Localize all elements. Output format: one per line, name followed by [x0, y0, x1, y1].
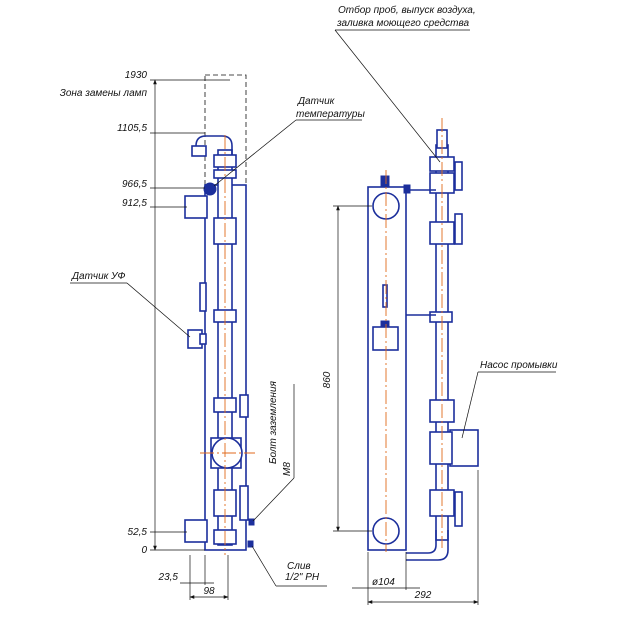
dim-1930: 1930	[125, 70, 148, 81]
label-ground-2: М8	[282, 462, 293, 476]
label-lamp-zone: Зона замены ламп	[60, 88, 148, 99]
dim-52: 52,5	[128, 527, 148, 538]
side-inlet-stub	[184, 195, 208, 219]
label-drain-2: 1/2" РН	[285, 572, 320, 583]
label-sampling-1: Отбор проб, выпуск воздуха,	[338, 4, 476, 16]
dim-98: 98	[203, 586, 215, 597]
dim-860: 860	[322, 371, 333, 388]
dim-0: 0	[141, 545, 147, 556]
label-ground-1: Болт заземления	[268, 380, 279, 464]
front-control-box	[372, 326, 399, 351]
label-drain-1: Слив	[287, 561, 311, 572]
front-view-body	[367, 186, 407, 551]
side-elbow-end	[191, 145, 207, 157]
label-wash-pump: Насос промывки	[480, 360, 558, 371]
grounding-bolt-icon	[248, 518, 255, 526]
front-top-nub	[380, 175, 390, 188]
dim-23: 23,5	[158, 572, 179, 583]
drain-icon	[247, 540, 254, 548]
wash-pump-icon	[449, 429, 479, 467]
side-view	[184, 74, 255, 555]
front-bottom-elbow	[406, 530, 449, 561]
front-view-dimensions	[333, 205, 479, 605]
label-uv-sensor: Датчик УФ	[71, 271, 125, 282]
label-temp-sensor-2: температуры	[296, 109, 365, 120]
dim-1105: 1105,5	[117, 123, 147, 134]
side-view-dimensions	[150, 79, 230, 600]
front-indicator	[382, 284, 388, 308]
side-outlet-stub	[184, 519, 208, 543]
dim-d104: ø104	[372, 577, 395, 588]
temperature-sensor-icon	[203, 182, 217, 196]
dim-292: 292	[414, 590, 432, 601]
side-top-elbow	[195, 135, 233, 155]
front-view	[367, 118, 479, 561]
label-temp-sensor-1: Датчик	[297, 96, 336, 107]
label-sampling-2: заливка моющего средства	[336, 18, 470, 29]
dim-912: 912,5	[122, 198, 147, 209]
dim-966: 966,5	[122, 179, 147, 190]
side-bracket	[199, 282, 207, 312]
